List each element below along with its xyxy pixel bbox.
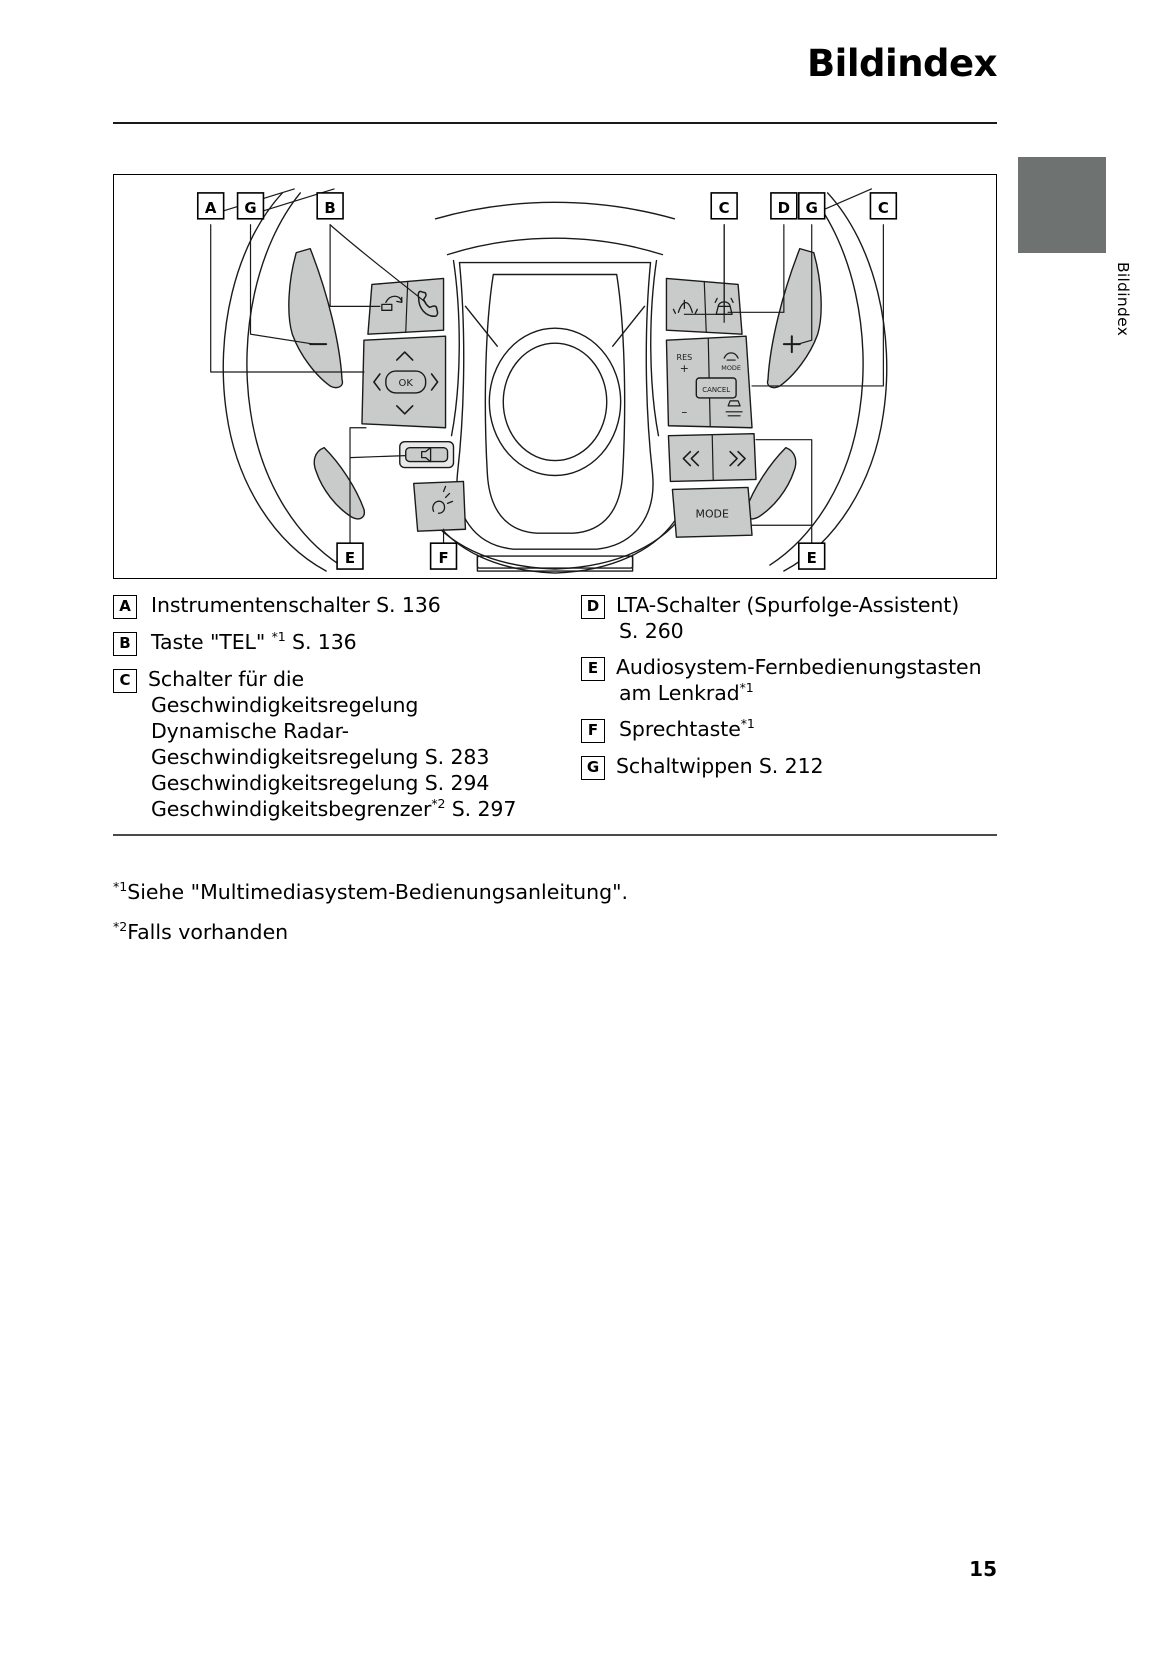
mode-button-label: MODE xyxy=(696,507,729,520)
legend-line: Sprechtaste*1 xyxy=(619,716,755,741)
plus-label: + xyxy=(680,362,689,375)
section-tab-marker xyxy=(1018,157,1106,253)
steering-wheel-illustration: OK xyxy=(196,188,898,574)
callout-tag-C-inner: C xyxy=(710,192,738,220)
legend-line: Geschwindigkeitsregelung S. 294 xyxy=(151,771,490,795)
svg-text:C: C xyxy=(878,199,889,217)
footnote-1-text: Siehe "Multimediasystem-Bedienungsanleit… xyxy=(127,880,629,904)
legend-line: Geschwindigkeitsbegrenzer*2 S. 297 xyxy=(151,796,517,821)
legend-item-d: D LTA-Schalter (Spurfolge-Assistent) S. … xyxy=(581,592,1001,644)
legend-line: Geschwindigkeitsregelung xyxy=(151,693,419,717)
steering-wheel-figure: OK xyxy=(113,174,997,579)
svg-text:E: E xyxy=(345,549,355,567)
minus-label: – xyxy=(681,405,687,419)
callout-tag-D: D xyxy=(770,192,798,220)
callout-tag-E-left: E xyxy=(336,542,364,570)
callout-tag-B: B xyxy=(316,192,344,220)
svg-text:A: A xyxy=(205,199,217,217)
legend-item-g: G Schaltwippen S. 212 xyxy=(581,753,1001,780)
legend-column-left: A Instrumentenschalter S. 136 B Taste "T… xyxy=(113,592,553,832)
legend-line: LTA-Schalter (Spurfolge-Assistent) xyxy=(616,593,960,617)
legend-line: Schaltwippen S. 212 xyxy=(616,754,824,778)
footnote-1-marker: *1 xyxy=(113,879,128,895)
legend-item-a: A Instrumentenschalter S. 136 xyxy=(113,592,553,619)
callout-tag-C-outer: C xyxy=(869,192,898,220)
footnote-2: *2Falls vorhanden xyxy=(113,912,997,952)
legend-line: Audiosystem-Fernbedienungstasten xyxy=(616,655,982,679)
legend-tag-e: E xyxy=(581,657,605,681)
legend-column-right: D LTA-Schalter (Spurfolge-Assistent) S. … xyxy=(581,592,1001,790)
svg-text:G: G xyxy=(244,199,256,217)
legend-line: Schalter für die xyxy=(148,667,305,691)
footnote-1: *1Siehe "Multimediasystem-Bedienungsanle… xyxy=(113,872,997,912)
footnotes: *1Siehe "Multimediasystem-Bedienungsanle… xyxy=(113,872,997,952)
footnote-2-text: Falls vorhanden xyxy=(127,920,289,944)
legend-text-b: Taste "TEL" *1 S. 136 xyxy=(151,629,357,655)
legend-line: Geschwindigkeitsregelung S. 283 xyxy=(151,745,490,769)
footnote-2-marker: *2 xyxy=(113,919,128,935)
legend-item-c: C Schalter für die Geschwindigkeitsregel… xyxy=(113,666,553,822)
legend-item-b: B Taste "TEL" *1 S. 136 xyxy=(113,629,553,656)
page-title: Bildindex xyxy=(806,42,998,85)
legend-text-f: Sprechtaste*1 xyxy=(619,716,755,742)
legend-line: am Lenkrad*1 xyxy=(619,680,754,705)
callout-tag-F: F xyxy=(429,542,458,570)
legend-tag-g: G xyxy=(581,756,605,780)
header-divider xyxy=(113,122,997,124)
legend-tag-d: D xyxy=(581,595,605,619)
svg-text:C: C xyxy=(719,199,730,217)
mode-small-label: MODE xyxy=(721,364,741,372)
legend-text-a: Instrumentenschalter S. 136 xyxy=(151,592,441,618)
legend-tag-b: B xyxy=(113,632,137,656)
svg-text:F: F xyxy=(438,549,448,567)
callout-tag-A: A xyxy=(196,192,225,220)
svg-text:D: D xyxy=(778,199,790,217)
legend-text-d: LTA-Schalter (Spurfolge-Assistent) S. 26… xyxy=(616,592,960,644)
legend-text-c: Schalter für die Geschwindigkeitsregelun… xyxy=(148,666,517,822)
legend-tag-f: F xyxy=(581,719,605,743)
callout-tag-G-left: G xyxy=(236,192,265,220)
legend-tag-c: C xyxy=(113,669,137,693)
callout-tag-E-right: E xyxy=(797,542,826,570)
ok-button-label: OK xyxy=(399,378,414,389)
legend-text-e: Audiosystem-Fernbedienungstasten am Lenk… xyxy=(616,654,982,706)
cancel-button-label: CANCEL xyxy=(702,386,730,394)
legend-text-g: Schaltwippen S. 212 xyxy=(616,753,824,779)
legend-line: S. 260 xyxy=(619,619,684,643)
legend-line: Taste "TEL" *1 S. 136 xyxy=(151,629,357,654)
svg-text:E: E xyxy=(807,549,817,567)
callout-tag-G-right: G xyxy=(797,192,826,220)
legend-line: Instrumentenschalter S. 136 xyxy=(151,593,441,617)
svg-text:G: G xyxy=(806,199,818,217)
page-number: 15 xyxy=(969,1557,997,1581)
svg-text:B: B xyxy=(324,199,335,217)
legend-line: Dynamische Radar- xyxy=(151,719,349,743)
legend-tag-a: A xyxy=(113,595,137,619)
legend-item-f: F Sprechtaste*1 xyxy=(581,716,1001,743)
legend-divider xyxy=(113,834,997,836)
legend-item-e: E Audiosystem-Fernbedienungstasten am Le… xyxy=(581,654,1001,706)
res-label: RES xyxy=(677,353,693,362)
section-tab-label: Bildindex xyxy=(1114,262,1132,337)
